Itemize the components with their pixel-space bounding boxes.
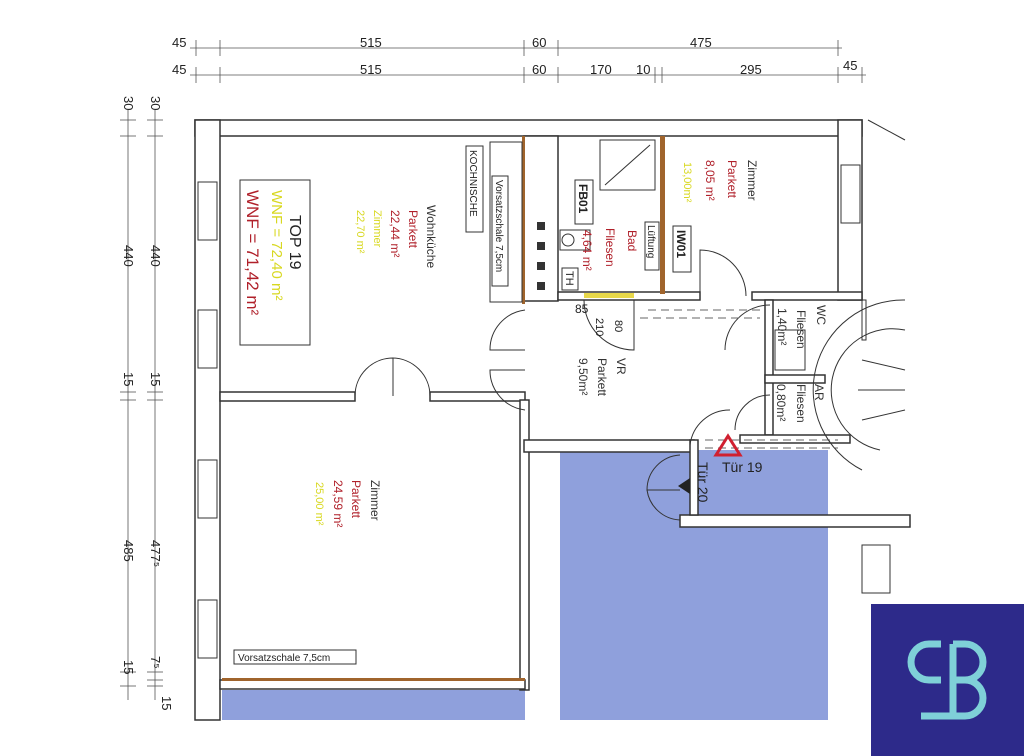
vorsatzschale-label-box xyxy=(233,649,357,665)
room-area: 22,44 m² xyxy=(388,210,402,257)
walls xyxy=(194,119,911,721)
zimmer-tag: IW01 xyxy=(674,230,688,258)
dim-label: 45 xyxy=(843,58,857,73)
tag-box xyxy=(574,179,594,225)
dim-label: 170 xyxy=(590,62,612,77)
dim-label: 7⁵ xyxy=(148,656,163,669)
outlet-marks xyxy=(537,222,545,290)
fixtures xyxy=(489,139,806,371)
room-name: Wohnküche xyxy=(424,205,438,268)
vorsatzschale-label: Vorsatzschale 7,5cm xyxy=(493,180,504,272)
unit-summary-box xyxy=(239,179,311,346)
dim-label: 45 xyxy=(172,62,186,77)
warning-triangle-icon xyxy=(713,433,743,457)
dim-label: 60 xyxy=(532,35,546,50)
room-name: WC xyxy=(814,305,828,325)
room-name: Zimmer xyxy=(368,480,382,521)
dimension-labels-left: 30 440 15 485 15 30 440 15 477⁵ 7⁵ 15 xyxy=(121,96,174,710)
dim-label: 515 xyxy=(360,35,382,50)
dimension-labels-top: 45 515 60 475 45 515 60 170 10 295 45 xyxy=(172,35,857,77)
door-label-tuer20: Tür 20 xyxy=(695,462,711,503)
vorsatzschale-label-box xyxy=(491,175,509,287)
dim-label: 45 xyxy=(172,35,186,50)
room-name: Zimmer xyxy=(745,160,759,201)
room-name: VR xyxy=(614,358,628,375)
room-area: 0,80m² xyxy=(774,384,788,421)
room-name: AR xyxy=(812,384,826,401)
door-dim: 80 xyxy=(612,320,624,332)
room-floor: Fliesen xyxy=(603,228,617,267)
door-dim: 210 xyxy=(593,318,605,336)
dim-label: 15 xyxy=(121,372,136,386)
dim-label: 475 xyxy=(690,35,712,50)
tag-box xyxy=(672,225,692,273)
room-area: 24,59 m² xyxy=(331,480,345,527)
vorsatzschale-label: Vorsatzschale 7,5cm xyxy=(238,653,330,664)
dashed-line xyxy=(640,309,760,319)
room-floor: Parkett xyxy=(349,480,363,519)
room-area: 1,40m² xyxy=(775,308,789,345)
dim-label: 30 xyxy=(121,96,136,110)
room-floor: Fliesen xyxy=(794,384,808,423)
room-name: Bad xyxy=(625,230,639,251)
dim-label: 15 xyxy=(121,660,136,674)
th-box xyxy=(561,267,579,291)
unit-wnf-old: WNF = 72,40 m² xyxy=(268,190,285,300)
vent-box xyxy=(644,221,660,271)
staircase xyxy=(812,119,906,594)
door-dim: 85 xyxy=(575,302,589,316)
unit-name: TOP 19 xyxy=(286,215,303,270)
room-old-area: 22,70 m² xyxy=(354,210,366,254)
vent-label: Lüftung xyxy=(645,225,656,258)
dim-label: 485 xyxy=(121,540,136,562)
room-floor: Fliesen xyxy=(794,310,808,349)
dashed-line xyxy=(705,439,838,449)
logo xyxy=(871,604,1024,756)
room-floor: Parkett xyxy=(595,358,609,397)
room-floor: Parkett xyxy=(406,210,420,249)
th-label: TH xyxy=(563,271,575,286)
dim-label: 515 xyxy=(360,62,382,77)
kochnische-label-box xyxy=(465,145,484,233)
door-swings xyxy=(354,249,771,521)
door-label-tuer19: Tür 19 xyxy=(722,459,763,475)
sp-monogram-icon xyxy=(907,640,987,720)
room-area: 9,50m² xyxy=(576,358,590,395)
dimension-lines xyxy=(120,40,866,700)
shaded-area xyxy=(222,690,525,720)
dim-label: 440 xyxy=(148,245,163,267)
dim-label: 30 xyxy=(148,96,163,110)
dim-label: 15 xyxy=(159,696,174,710)
room-old-area: 13,00m² xyxy=(681,162,693,203)
triangle-marker-icon xyxy=(678,478,690,494)
bad-tag: FB01 xyxy=(576,184,590,214)
dim-label: 440 xyxy=(121,245,136,267)
dim-label: 60 xyxy=(532,62,546,77)
room-area: 8,05 m² xyxy=(703,160,717,201)
dim-label: 477⁵ xyxy=(148,540,163,567)
unit-wnf: WNF = 71,42 m² xyxy=(243,190,262,316)
dim-label: 15 xyxy=(148,372,163,386)
room-old-area: 25,00 m² xyxy=(313,482,325,526)
dim-label: 295 xyxy=(740,62,762,77)
windows xyxy=(197,164,867,659)
dim-label: 10 xyxy=(636,62,650,77)
room-floor: Parkett xyxy=(725,160,739,199)
room-area: 4,64 m² xyxy=(580,230,594,271)
room-old-name: Zimmer xyxy=(371,210,383,248)
kochnische-label: KOCHNISCHE xyxy=(467,150,478,217)
